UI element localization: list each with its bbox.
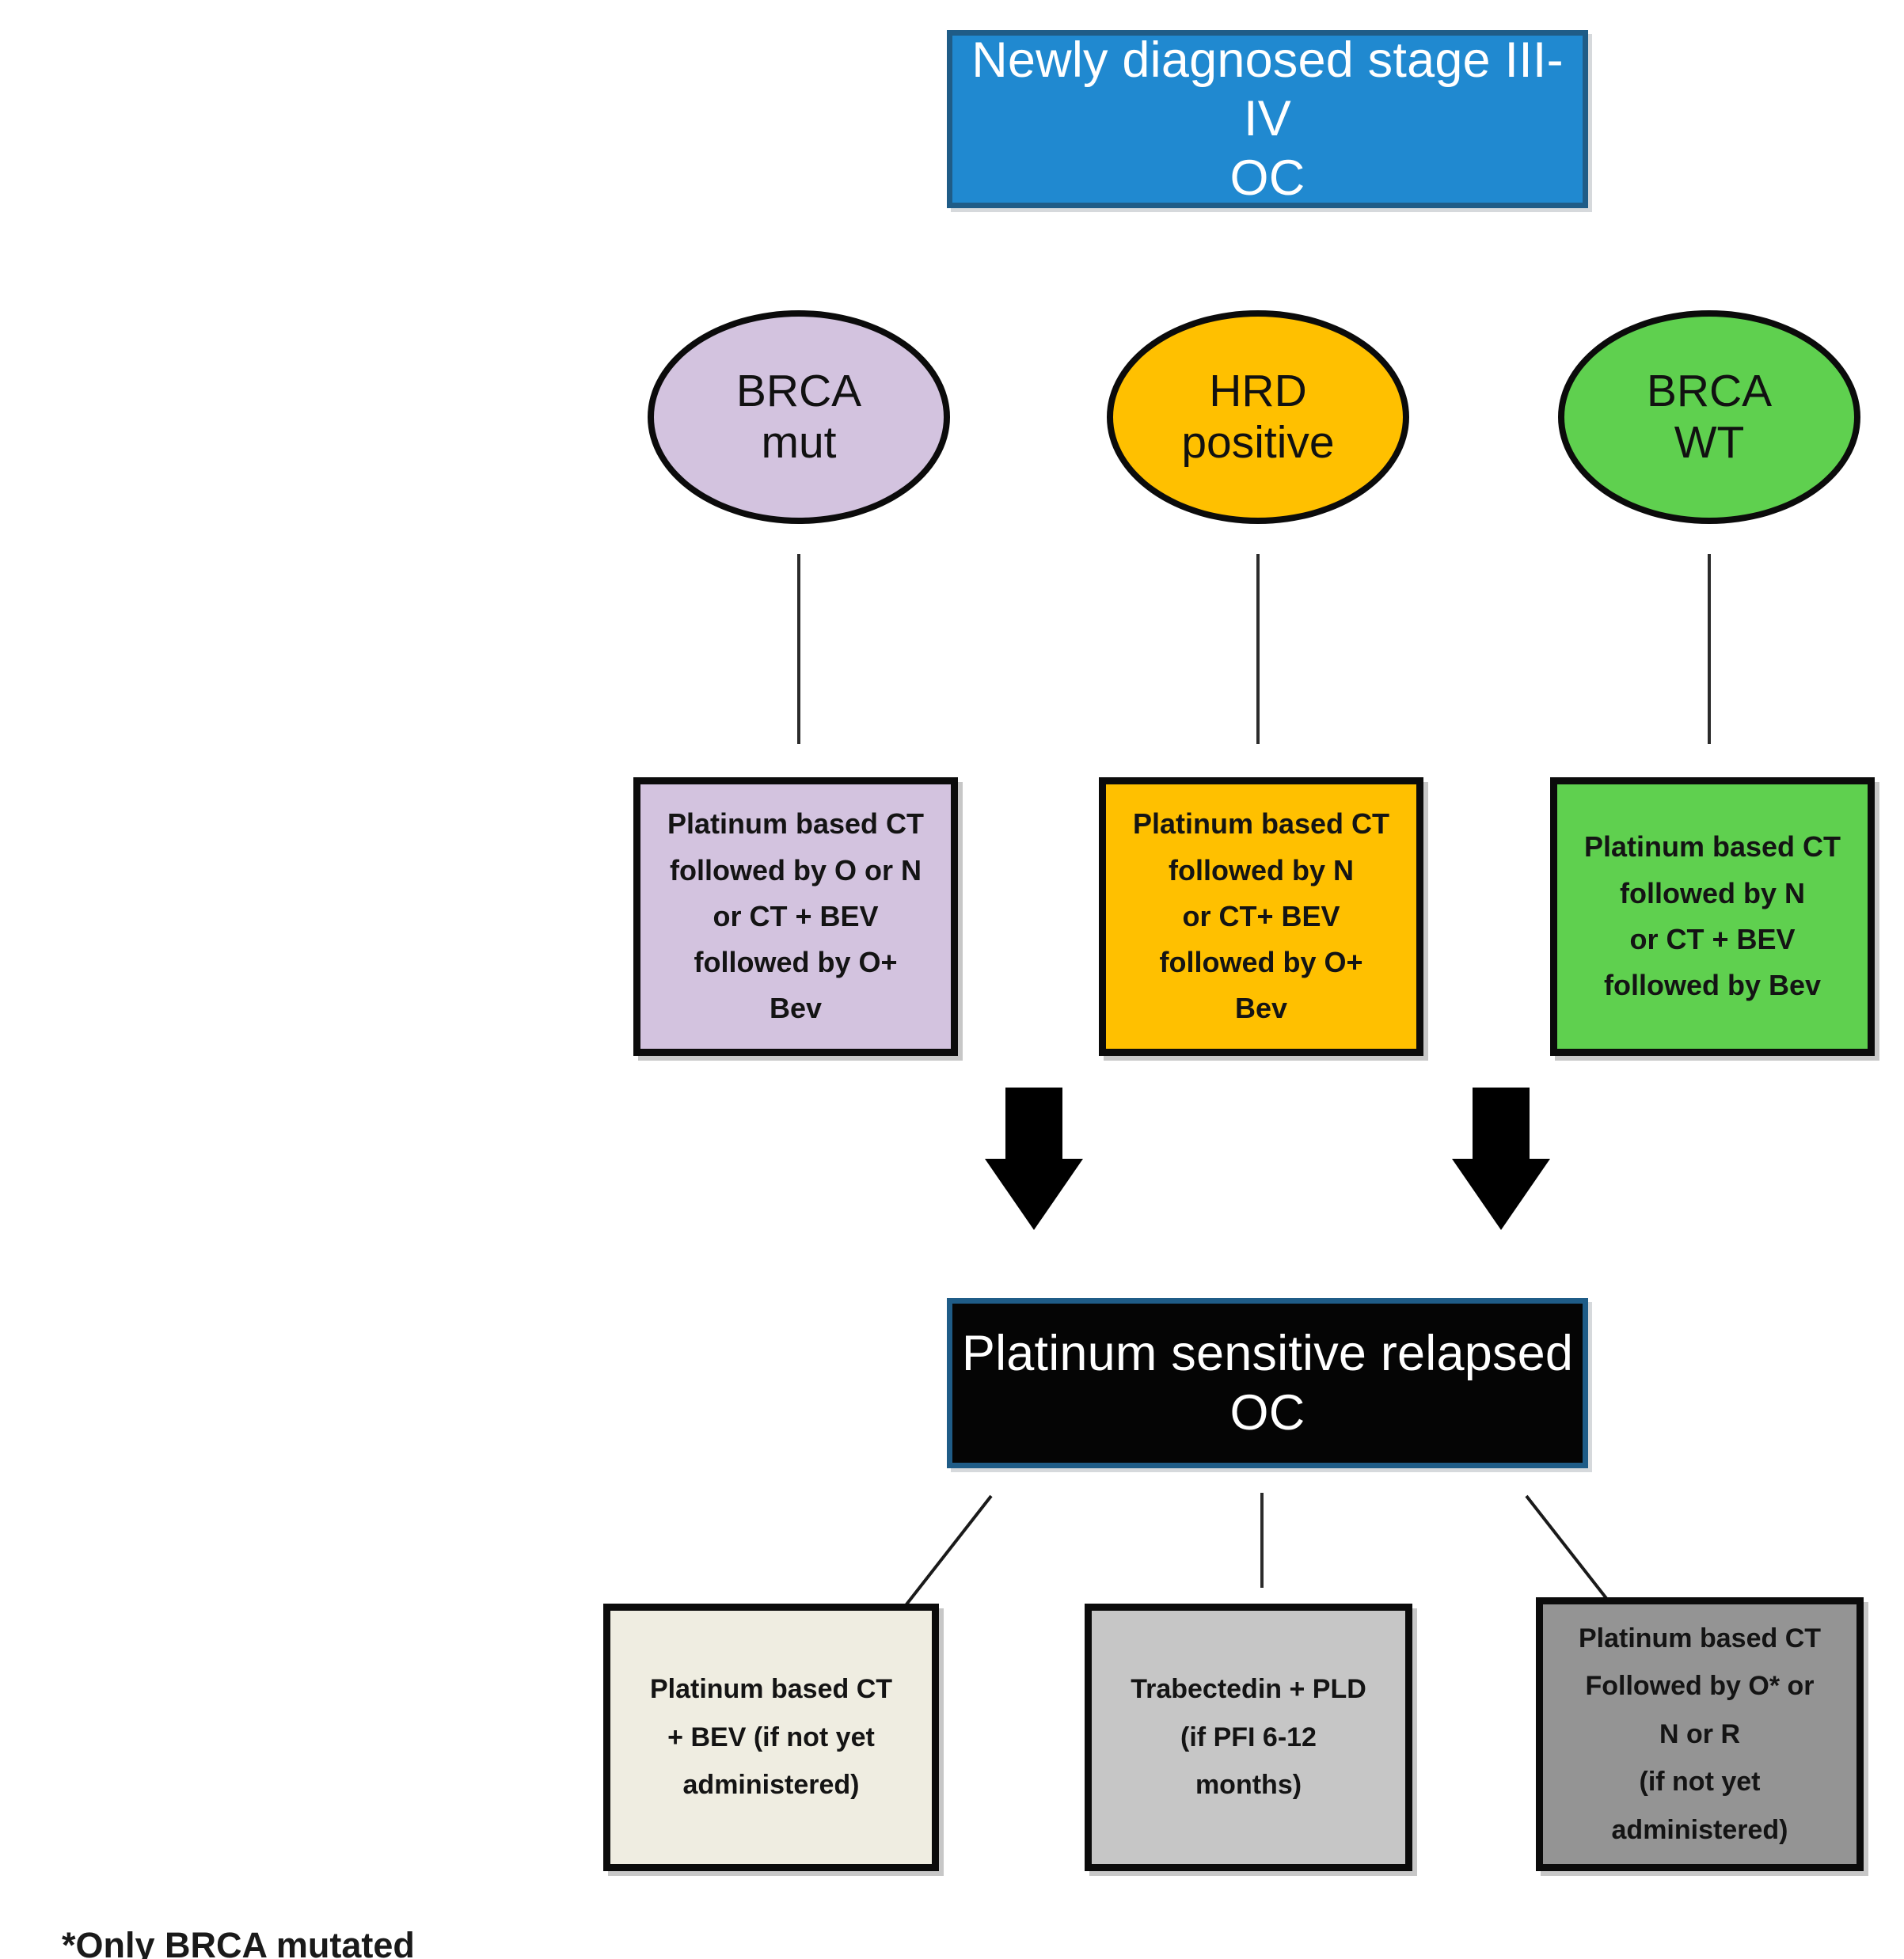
- node-hrd-positive: HRD positive: [1107, 310, 1409, 524]
- node-platinum-sensitive-relapsed-oc: Platinum sensitive relapsed OC: [947, 1298, 1588, 1468]
- node-brca-wt-label: BRCA WT: [1646, 366, 1773, 468]
- node-newly-diagnosed-oc-label: Newly diagnosed stage III-IV OC: [971, 32, 1564, 206]
- box-relapse-trabectedin-pld: Trabectedin + PLD (if PFI 6-12 months): [1085, 1604, 1412, 1871]
- connector-brca-wt-to-box: [1708, 554, 1711, 744]
- box-first-line-hrd-positive: Platinum based CT followed by N or CT+ B…: [1099, 777, 1423, 1056]
- node-platinum-sensitive-relapsed-oc-label: Platinum sensitive relapsed OC: [961, 1326, 1574, 1441]
- box-first-line-brca-mut-label: Platinum based CT followed by O or N or …: [667, 807, 925, 1025]
- box-first-line-brca-wt-label: Platinum based CT followed by N or CT + …: [1583, 830, 1841, 1002]
- node-brca-wt: BRCA WT: [1558, 310, 1860, 524]
- arrow-down-left: [956, 1088, 1112, 1230]
- node-hrd-positive-label: HRD positive: [1181, 366, 1335, 468]
- node-brca-mut: BRCA mut: [648, 310, 950, 524]
- footnote-text: *Only BRCA mutated: [62, 1925, 415, 1959]
- box-relapse-platinum-bev-label: Platinum based CT + BEV (if not yet admi…: [649, 1674, 893, 1801]
- node-brca-mut-label: BRCA mut: [735, 366, 862, 468]
- box-first-line-hrd-positive-label: Platinum based CT followed by N or CT+ B…: [1132, 807, 1390, 1025]
- box-relapse-platinum-parp: Platinum based CT Followed by O* or N or…: [1536, 1597, 1864, 1871]
- connector-relapse-to-middle-box: [1260, 1493, 1264, 1588]
- box-relapse-platinum-parp-label: Platinum based CT Followed by O* or N or…: [1578, 1623, 1822, 1845]
- node-newly-diagnosed-oc: Newly diagnosed stage III-IV OC: [947, 30, 1588, 208]
- connector-brca-mut-to-box: [797, 554, 800, 744]
- box-relapse-platinum-bev: Platinum based CT + BEV (if not yet admi…: [603, 1604, 939, 1871]
- box-first-line-brca-mut: Platinum based CT followed by O or N or …: [633, 777, 958, 1056]
- box-first-line-brca-wt: Platinum based CT followed by N or CT + …: [1550, 777, 1875, 1056]
- arrow-down-right: [1423, 1088, 1579, 1230]
- box-relapse-trabectedin-pld-label: Trabectedin + PLD (if PFI 6-12 months): [1131, 1674, 1366, 1801]
- footnote-only-brca-mutated: *Only BRCA mutated: [22, 1884, 415, 1959]
- connector-hrd-positive-to-box: [1256, 554, 1260, 744]
